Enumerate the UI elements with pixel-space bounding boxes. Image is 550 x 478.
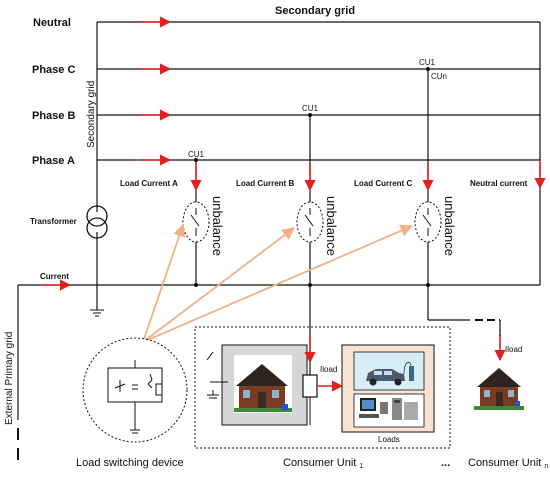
secondary-grid-title: Secondary grid <box>275 5 355 17</box>
consumer-unit-1-box <box>194 285 451 449</box>
external-primary-grid-label: External Primary grid <box>4 332 15 425</box>
iload-label-n: Iload <box>505 345 522 354</box>
unbalance-c-label: unbalance <box>442 196 457 256</box>
caption-consumer-unit-1: Consumer Unit 1 <box>283 457 363 470</box>
cu-tag-c: CU1 <box>419 58 436 67</box>
cu-tag-b: CU1 <box>302 104 319 113</box>
dropper-a <box>182 158 210 287</box>
unbalance-a-label: unbalance <box>210 196 225 256</box>
label-phase-a: Phase A <box>32 155 75 167</box>
ground-symbol <box>90 309 104 317</box>
house-icon <box>234 364 292 412</box>
cu-tag-n: CUn <box>431 72 447 81</box>
bus-current-arrows <box>42 16 546 362</box>
load-current-b-label: Load Current B <box>236 179 294 188</box>
loads-box <box>341 344 435 433</box>
loads-label: Loads <box>378 435 400 444</box>
load-switching-device <box>82 337 188 443</box>
appliance-icon <box>392 398 418 420</box>
secondary-grid-vertical-label: Secondary grid <box>86 81 97 148</box>
cu-tag-a: CU1 <box>188 150 205 159</box>
dropper-b <box>296 113 324 287</box>
unbalance-b-label: unbalance <box>324 196 339 256</box>
load-current-a-label: Load Current A <box>120 179 178 188</box>
label-phase-b: Phase B <box>32 110 75 122</box>
meter-resistor <box>302 374 318 398</box>
caption-load-switching-device: Load switching device <box>76 457 184 469</box>
label-phase-c: Phase C <box>32 64 75 76</box>
neutral-current-label: Neutral current <box>470 179 528 188</box>
load-current-c-label: Load Current C <box>354 179 412 188</box>
caption-consumer-unit-n: Consumer Unit n <box>468 457 548 470</box>
consumer-n-feed <box>427 285 501 336</box>
control-arrows <box>142 223 414 343</box>
consumer-unit-n-house <box>474 368 524 410</box>
label-neutral: Neutral <box>33 17 71 29</box>
computer-icon <box>359 398 388 418</box>
current-label: Current <box>40 272 69 281</box>
iload-label-1: Iload <box>320 365 337 374</box>
transformer-symbol <box>86 205 108 239</box>
dropper-c <box>414 67 442 287</box>
ev-car-icon <box>366 361 414 386</box>
caption-ellipsis: ... <box>441 457 450 469</box>
transformer-label: Transformer <box>30 217 77 226</box>
